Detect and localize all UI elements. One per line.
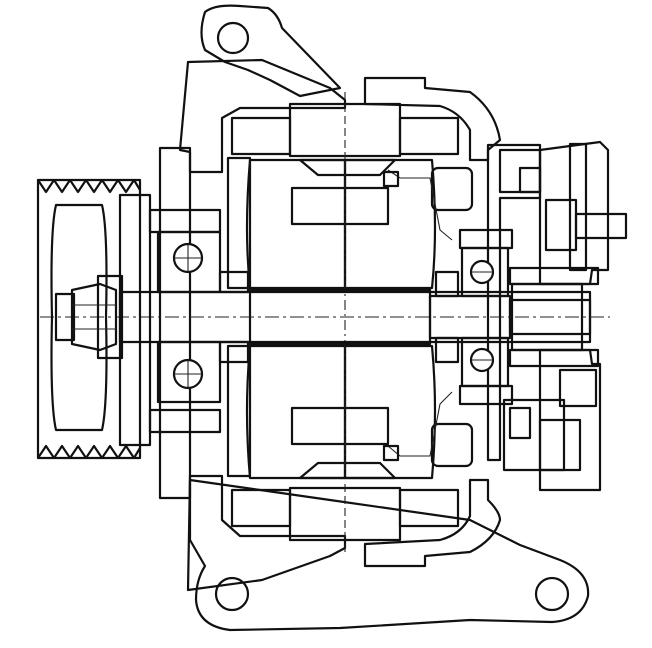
pulley-grooves-bottom [37, 444, 141, 460]
pulley [36, 178, 152, 460]
claw-pole-front-upper [245, 158, 347, 290]
stator-winding-bottom-right [398, 488, 460, 528]
rotor-assembly [245, 158, 437, 480]
front-bearing [156, 230, 250, 404]
claw-pole-rear-lower [343, 344, 437, 480]
rear-bearing [434, 228, 514, 406]
top-mounting-hole-icon [216, 21, 250, 55]
top-mounting-ear [200, 4, 342, 98]
field-coil-lower [290, 406, 390, 446]
bottom-mounting-arm [188, 478, 590, 632]
stator-winding-top-left [230, 116, 292, 156]
terminal-bolt [574, 212, 628, 240]
rear-cover [498, 140, 628, 492]
front-housing [148, 58, 347, 592]
stator-winding-top-right [398, 116, 460, 156]
bottom-right-mount-hole-icon [534, 576, 570, 612]
rear-housing [363, 76, 542, 568]
claw-pole-front-lower [245, 344, 347, 480]
stator-assembly [230, 92, 460, 556]
pulley-nut [54, 282, 118, 352]
field-leads [382, 169, 453, 462]
field-coil-upper [290, 186, 390, 226]
rotor-shaft [40, 288, 610, 346]
pulley-grooves-top [37, 178, 141, 194]
stator-winding-bottom-left [230, 488, 292, 528]
